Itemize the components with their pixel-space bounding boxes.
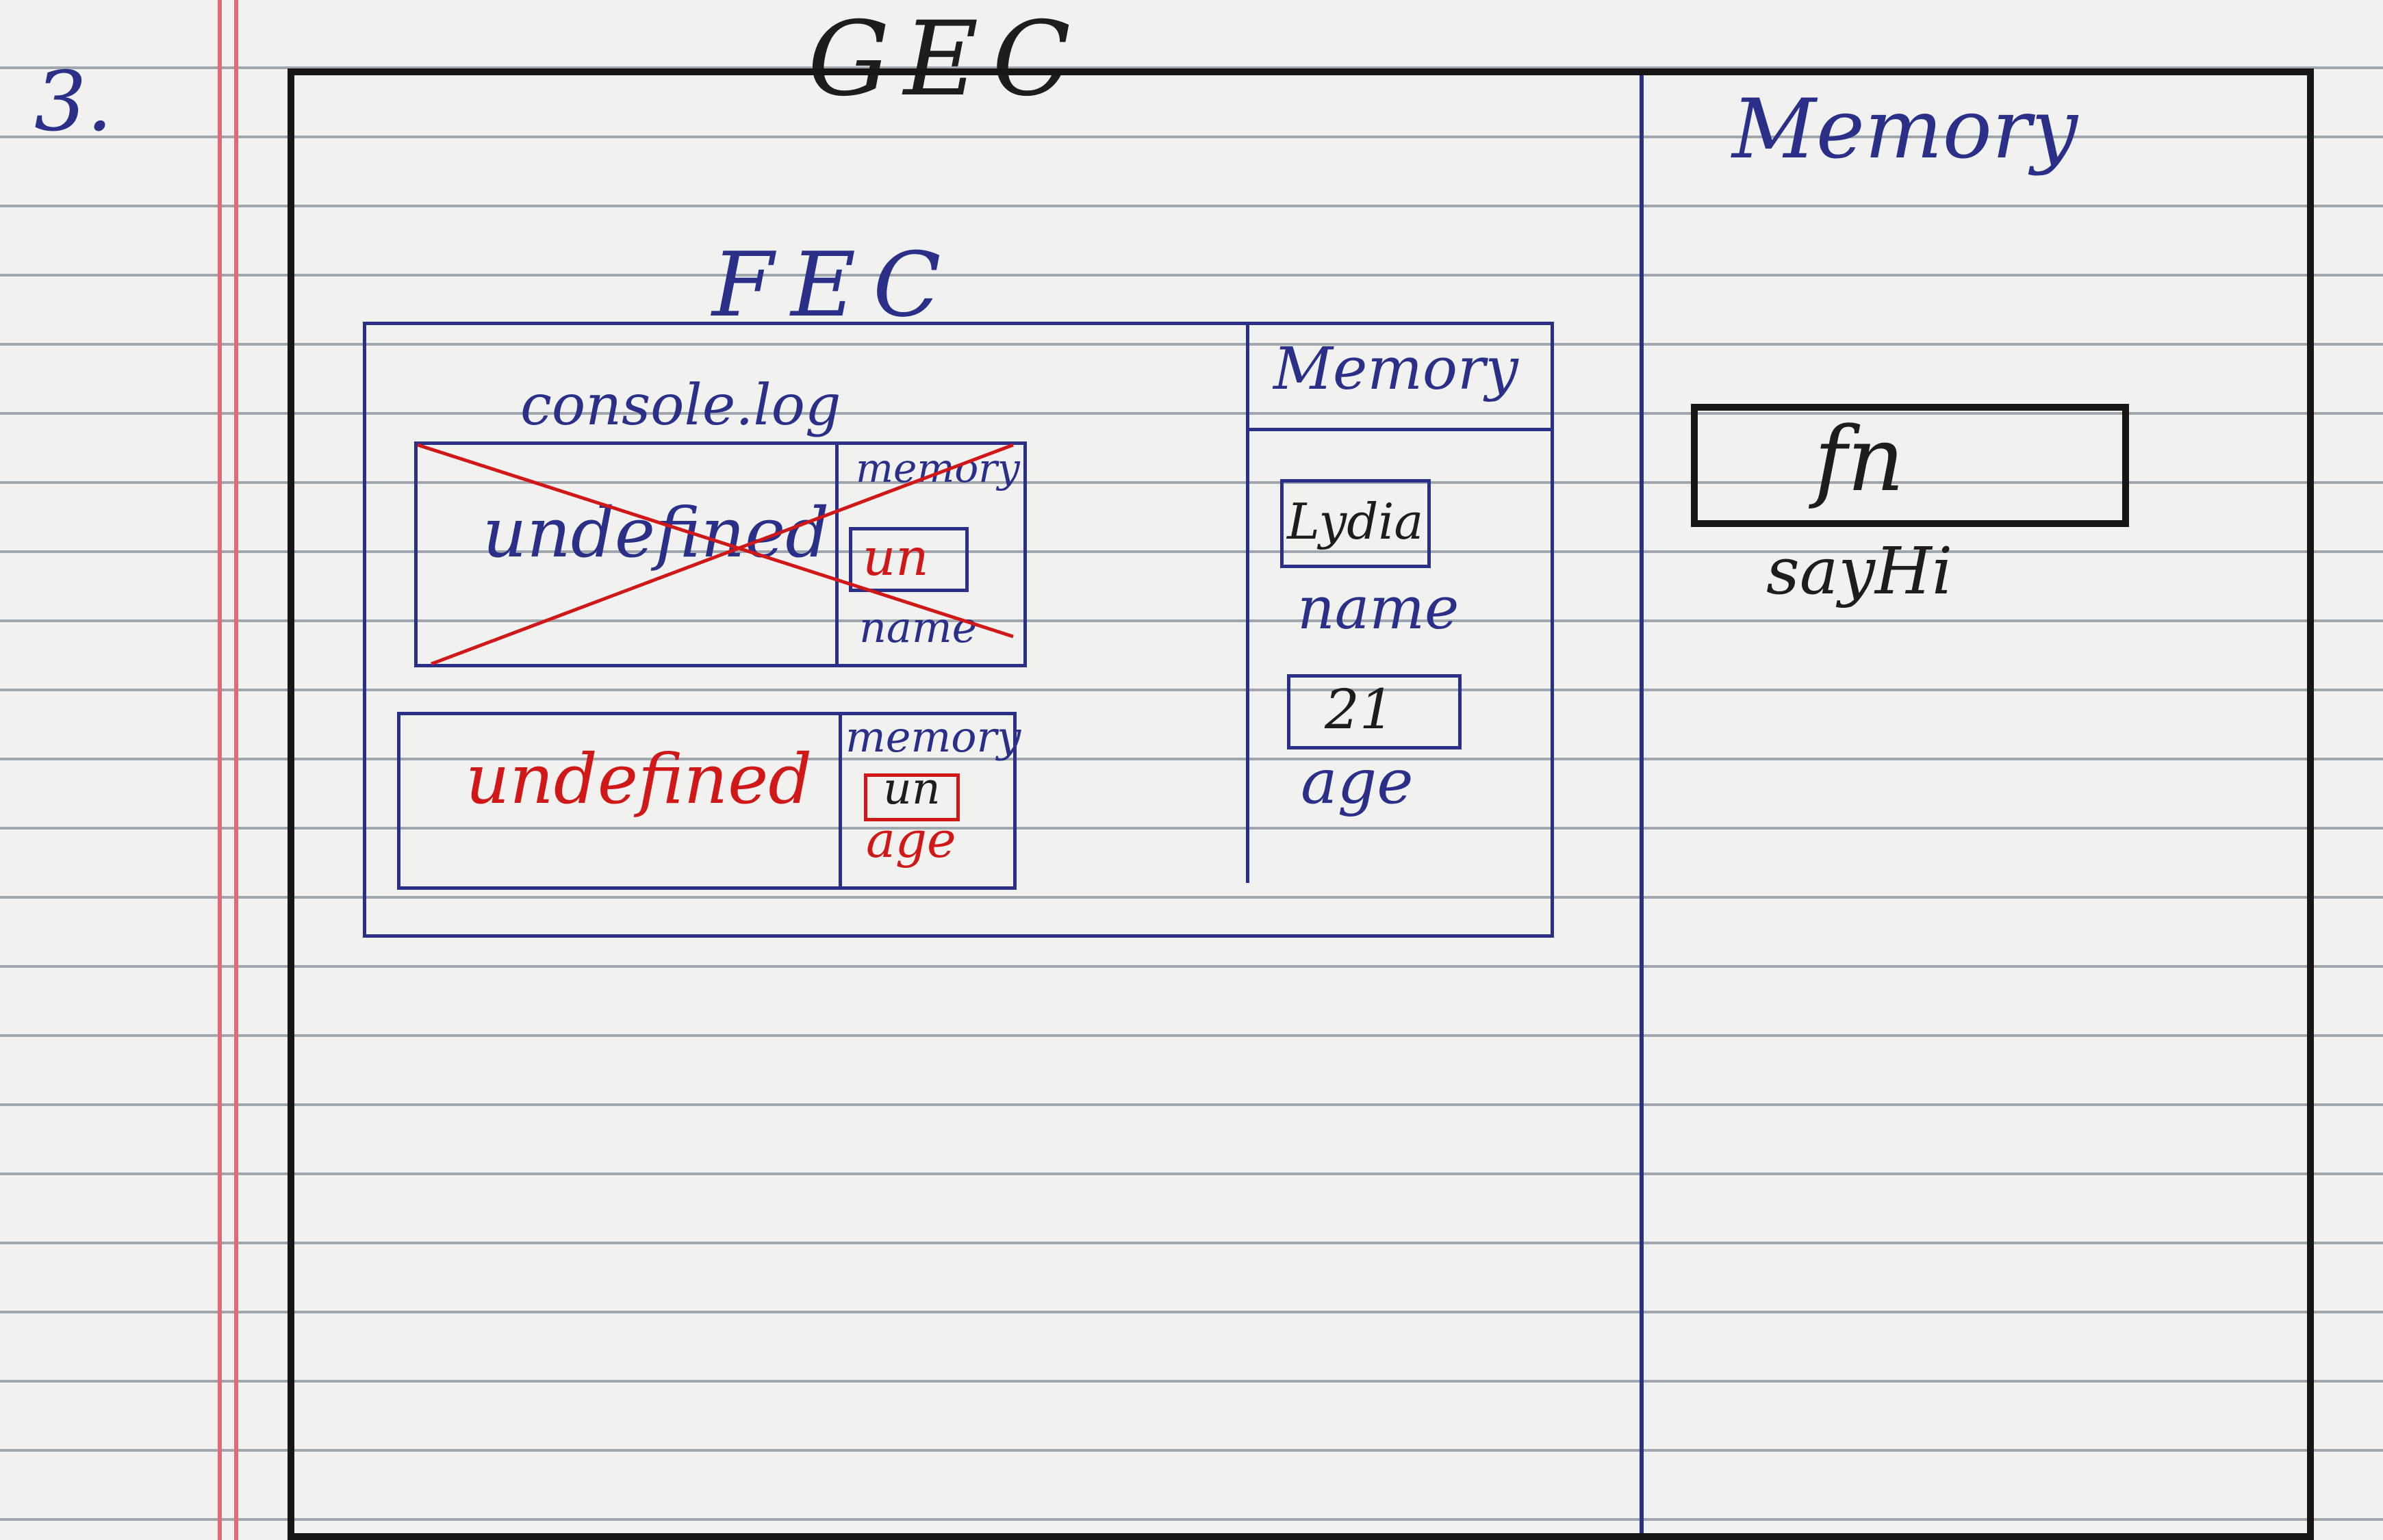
fec-memory-title: Memory [1273, 335, 1518, 403]
fec-memory-age-value: 21 [1325, 678, 1394, 741]
log-box-1 [414, 441, 1027, 667]
log-box-2-output: undefined [466, 739, 813, 819]
log-box-1-cross-out [417, 443, 1014, 666]
log-box-1-memory-label: name [859, 602, 978, 652]
gec-memory-slot-box [1691, 404, 2129, 527]
log-box-2-memory-title: memory [845, 712, 1021, 762]
fec-memory-name-box [1280, 479, 1431, 568]
gec-frame [288, 68, 2314, 1540]
gec-divider [1640, 75, 1644, 1533]
fec-memory-age-label: age [1301, 746, 1414, 818]
log-box-2-memory-slot [864, 773, 960, 821]
fec-memory-name-label: name [1297, 575, 1460, 643]
gec-title: GEC [808, 0, 1085, 119]
page-number: 3. [34, 55, 113, 150]
log-box-1-memory-value: un [863, 527, 929, 587]
fec-memory-name-value: Lydia [1287, 493, 1424, 550]
fec-memory-header-line [1246, 428, 1551, 431]
gec-memory-slot-label: sayHi [1766, 534, 1953, 609]
log-box-2-memory-label: age [866, 811, 956, 869]
fec-frame [363, 322, 1554, 938]
fec-title: FEC [712, 233, 958, 337]
gec-memory-title: Memory [1732, 82, 2078, 177]
fec-divider [1246, 322, 1249, 883]
gec-memory-slot-value: fn [1814, 407, 1904, 511]
log-box-2-divider [839, 712, 842, 890]
console-log-title: console.log [520, 373, 841, 438]
log-box-1-memory-slot [849, 527, 969, 592]
log-box-1-divider [835, 441, 839, 667]
log-box-2 [397, 712, 1017, 890]
log-box-2-memory-value: un [883, 763, 941, 814]
fec-memory-age-box [1287, 674, 1462, 749]
